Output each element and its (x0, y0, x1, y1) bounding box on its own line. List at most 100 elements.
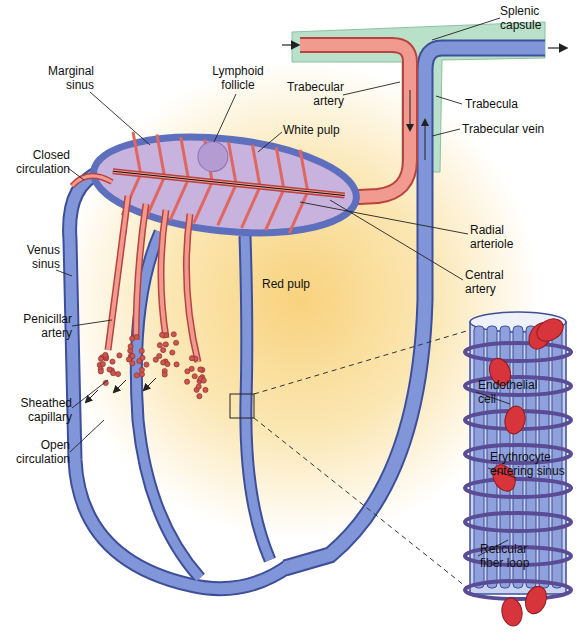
capillary-cell (130, 336, 135, 341)
capillary-cell (165, 361, 170, 366)
penicillar-artery-outline (186, 214, 198, 362)
leader-line (300, 202, 468, 234)
part-label: Reticular fiber loop (480, 542, 542, 570)
capillary-cell (111, 371, 116, 376)
radial-arteriole (272, 147, 288, 189)
part-label: Open circulation (4, 438, 70, 466)
part-label: Sheathed capillary (6, 396, 72, 424)
capillary-cell (161, 348, 166, 353)
radial-arteriole (146, 175, 164, 219)
capillary-cell (98, 356, 103, 361)
capillary-cell (174, 362, 179, 367)
erythrocyte (503, 404, 528, 435)
capillary-cell (100, 361, 105, 366)
capillary-cell (201, 378, 206, 383)
flow-arrow (410, 90, 411, 130)
open-flow-arrow (144, 378, 156, 390)
capillary-cell (163, 342, 168, 347)
part-label: Trabecula (465, 97, 518, 111)
capillary-cell (203, 387, 208, 392)
leader-line (432, 129, 460, 136)
reticular-fiber-loop (465, 479, 571, 497)
capillary-cell (192, 374, 197, 379)
radial-arteriole (194, 180, 212, 224)
part-label: White pulp (283, 123, 340, 137)
leader-line (330, 200, 463, 280)
leader-line (436, 96, 462, 104)
part-label: Central artery (465, 268, 519, 296)
leader-line (70, 420, 104, 452)
radial-arteriole (265, 188, 283, 232)
leader-line (258, 132, 282, 152)
part-label: Erythrocyte entering sinus (490, 450, 578, 478)
part-label: Marginal sinus (38, 64, 94, 92)
flow-arrow (548, 47, 566, 48)
penicillar-artery-outline (161, 210, 166, 338)
reticular-fiber-loop (465, 581, 571, 599)
capillary-cell (196, 384, 201, 389)
zoom-box (230, 394, 254, 418)
zoom-line (254, 418, 470, 590)
capillary-cell (170, 350, 175, 355)
part-label: Lymphoid follicle (203, 64, 273, 92)
part-label: Trabecular vein (462, 122, 544, 136)
venous-sinus (136, 232, 200, 578)
part-label: Splenic capsule (500, 4, 560, 32)
erythrocyte (533, 314, 567, 345)
capillary-cell (139, 367, 144, 372)
penicillar-artery (161, 210, 166, 338)
capillary-cell (159, 332, 164, 337)
part-label: Penicillar artery (8, 312, 72, 340)
reticular-fiber-loop (465, 343, 571, 361)
zoom-line (254, 330, 470, 394)
capillary-cell (98, 369, 103, 374)
capillary-cell (171, 332, 176, 337)
capillary-cell (134, 373, 139, 378)
part-label: Closed circulation (2, 148, 70, 176)
radial-arteriole (296, 150, 312, 192)
capillary-cell (126, 357, 131, 362)
flow-arrow (425, 120, 426, 160)
venous-sinus-outline (136, 232, 200, 578)
penicillar-artery-outline (108, 196, 128, 350)
part-label: Red pulp (262, 277, 310, 291)
white-pulp-group (89, 125, 361, 244)
capillary-cell (139, 348, 144, 353)
reticular-fiber-loop (465, 513, 571, 531)
radial-arteriole (176, 137, 192, 179)
leader-line (72, 320, 112, 326)
radial-arteriole (242, 185, 260, 229)
capillary-cell (189, 356, 194, 361)
lymphoid-follicle (196, 140, 229, 173)
sheathed-capillaries (86, 332, 208, 402)
marginal-sinus (89, 125, 361, 244)
flow-arrow (282, 44, 298, 45)
capillary-cell (140, 355, 145, 360)
capillary-cell (103, 352, 108, 357)
capillary-cell (198, 367, 203, 372)
radial-arteriole (248, 145, 264, 187)
capillary-cell (110, 359, 115, 364)
central-artery-line (113, 171, 345, 195)
capillary-cell (115, 371, 120, 376)
erythrocyte (522, 583, 550, 616)
penicillar-artery (186, 214, 198, 362)
part-label: Endothelial cell (478, 378, 550, 406)
capillary-cell (117, 353, 122, 358)
capillary-cell (144, 362, 149, 367)
central-artery (113, 171, 345, 195)
part-label: Radial arteriole (470, 223, 532, 251)
erythrocyte (500, 596, 525, 627)
leader-line (343, 82, 400, 95)
leader-line (72, 380, 108, 408)
radial-arteriole (289, 190, 307, 234)
capillary-cell (197, 394, 202, 399)
capillary-cell (157, 353, 162, 358)
penicillar-artery-outline (136, 204, 146, 340)
leader-line (214, 94, 236, 142)
part-label: Trabecular artery (272, 80, 344, 108)
radial-arteriole (153, 135, 169, 177)
radial-arteriole (218, 183, 236, 227)
